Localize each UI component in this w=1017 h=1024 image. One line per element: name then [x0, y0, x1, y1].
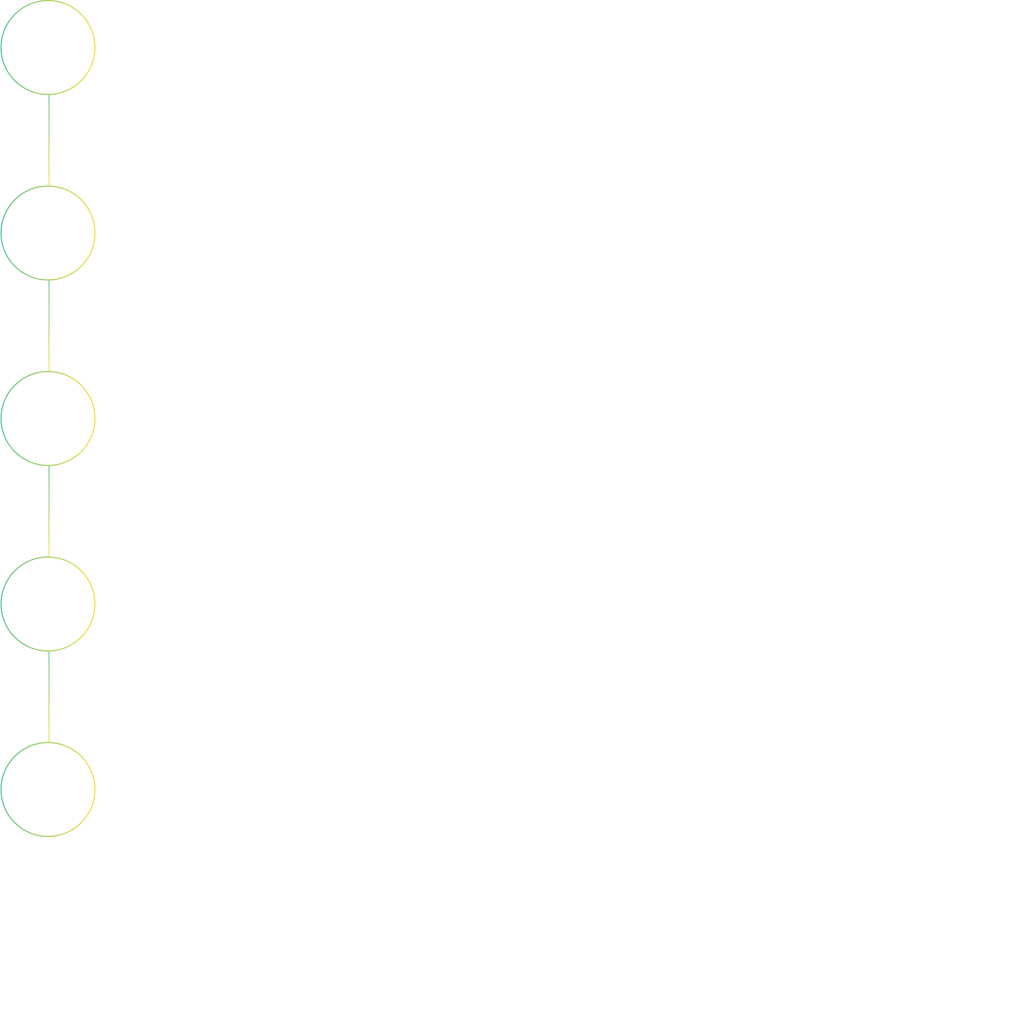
- connector-line: [48, 280, 50, 372]
- connector-line: [48, 94, 50, 186]
- timeline-node-4: [0, 556, 96, 652]
- timeline-node-5: [0, 741, 96, 838]
- timeline-node-2: [0, 185, 96, 281]
- connector-line: [48, 465, 50, 557]
- connector-line: [48, 651, 50, 743]
- timeline-node-3: [0, 370, 96, 467]
- timeline-node-1: [0, 0, 96, 96]
